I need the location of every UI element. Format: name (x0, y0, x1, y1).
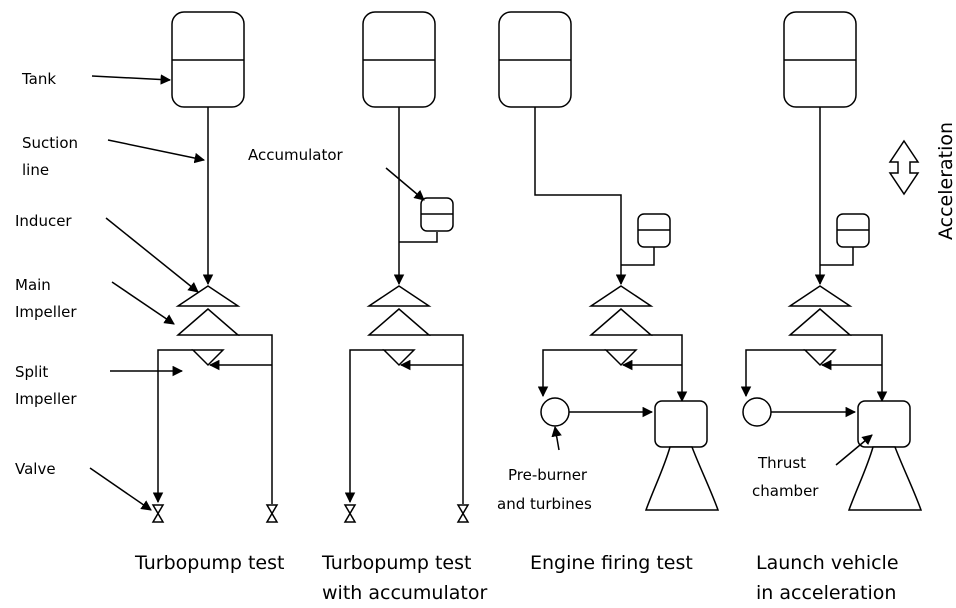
main-impeller (588, 308, 654, 336)
main-impeller-discharge (850, 334, 888, 403)
split-impeller-discharge (740, 349, 805, 398)
split-impeller-discharge (344, 349, 384, 504)
label-acceleration: Acceleration (935, 122, 956, 240)
label-thrust-chamber: Thrust (757, 454, 806, 472)
label-tank: Tank (21, 70, 56, 88)
accumulator-branch (621, 247, 655, 266)
label-main-impeller: Impeller (15, 303, 77, 321)
label-accumulator: Accumulator (248, 146, 344, 164)
nozzle (644, 446, 720, 511)
inducer (175, 285, 241, 307)
preburner (540, 397, 570, 427)
accumulator-branch (820, 247, 854, 266)
system-engine-firing-test (498, 11, 720, 511)
label-split-impeller: Split (15, 363, 48, 381)
callouts (89, 74, 206, 511)
label-suction-line: Suction (22, 134, 78, 152)
split-impeller (382, 349, 416, 367)
caption-engine-firing-test: Engine firing test (530, 552, 693, 574)
thrust-chamber-callout-arrow (835, 434, 873, 466)
main-impeller (175, 308, 241, 336)
system-turbopump-test-with-accumulator (343, 11, 470, 523)
main-impeller-discharge (238, 334, 273, 504)
split-impeller (803, 349, 837, 367)
preburner-callout-arrow (551, 425, 562, 451)
acceleration-arrow-icon (888, 139, 920, 196)
label-suction-line: line (22, 161, 49, 179)
main-impeller (787, 308, 853, 336)
suction-line (534, 107, 627, 286)
split-impeller-discharge (152, 349, 193, 504)
suction-line-callout-arrow (107, 139, 206, 164)
label-main-impeller: Main (15, 276, 51, 294)
caption-turbopump-test: Turbopump test (134, 552, 284, 574)
label-valve: Valve (15, 460, 56, 478)
valve-callout-arrow (89, 467, 152, 511)
main-impeller-discharge (429, 334, 464, 504)
main-impeller (366, 308, 432, 336)
valve (265, 504, 279, 523)
valve (151, 504, 165, 523)
thrust-chamber (654, 400, 708, 448)
split-impeller (604, 349, 638, 367)
accumulator-callout-arrow (385, 167, 425, 201)
label-preburner: Pre-burner (508, 466, 588, 484)
inducer (366, 285, 432, 307)
label-split-impeller: Impeller (15, 390, 77, 408)
label-inducer: Inducer (15, 212, 72, 230)
caption-launch-vehicle: Launch vehicle (756, 552, 899, 574)
valve (343, 504, 357, 523)
inducer-callout-arrow (105, 217, 199, 293)
nozzle (847, 446, 923, 511)
inducer (588, 285, 654, 307)
main-impeller-discharge (651, 334, 688, 403)
valve (456, 504, 470, 523)
label-preburner: and turbines (497, 495, 592, 513)
inducer (787, 285, 853, 307)
system-launch-vehicle (740, 11, 923, 511)
preburner (742, 397, 772, 427)
split-impeller (191, 349, 225, 367)
caption-launch-vehicle: in acceleration (756, 582, 896, 604)
main-impeller-callout-arrow (111, 281, 175, 325)
accumulator-branch (399, 232, 438, 243)
caption-turbopump-test-with-accumulator: with accumulator (322, 582, 487, 604)
tank-callout-arrow (91, 74, 172, 85)
split-impeller-discharge (537, 349, 606, 398)
caption-turbopump-test-with-accumulator: Turbopump test (321, 552, 471, 574)
system-turbopump-test (151, 11, 279, 523)
label-thrust-chamber: chamber (752, 482, 819, 500)
